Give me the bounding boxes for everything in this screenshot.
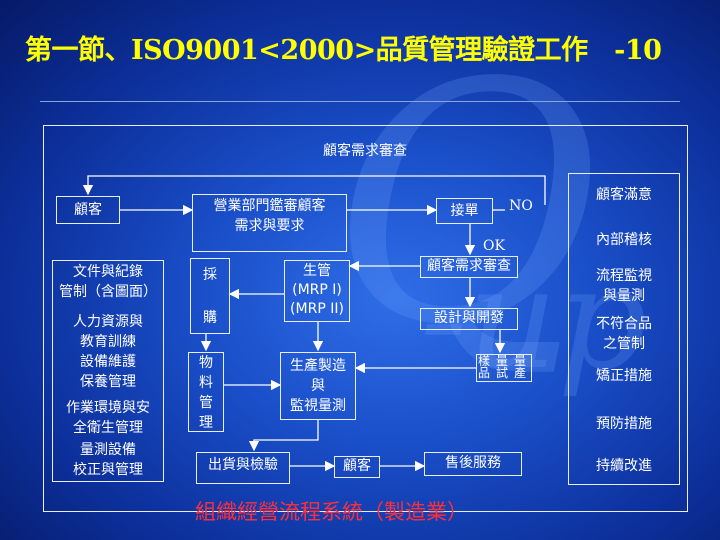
after-sales-label: 售後服務 — [445, 455, 501, 471]
diagram-caption: 組織經營流程系統（製造業） — [195, 500, 468, 524]
customer-node-label: 顧客 — [74, 202, 102, 218]
shipping-label: 出貨與檢驗 — [208, 457, 278, 473]
right-column-item: 流程監視 與量測 — [596, 268, 652, 304]
purchase-char-2: 購 — [203, 310, 217, 326]
right-column-item: 持續改進 — [596, 458, 652, 474]
production-control-node — [284, 260, 350, 322]
sales-review-text: 營業部門鑑審顧客需求與要求 — [213, 198, 326, 234]
materials-node — [188, 352, 224, 432]
page-title: 第一節、ISO9001<2000>品質管理驗證工作 -10 — [25, 35, 662, 66]
manufacturing-label: 生產製造 與 監視量測 — [290, 358, 346, 414]
after-sales-node — [424, 452, 522, 476]
watermark-q: Q — [330, 13, 601, 397]
purchase-char-1: 採 — [203, 267, 217, 283]
title-divider — [40, 101, 680, 102]
manufacturing-node — [280, 352, 356, 420]
stage-column-text: 量試 — [495, 354, 508, 380]
watermark-up: -up — [420, 238, 648, 401]
right-column-item: 不符合品 之管制 — [596, 316, 652, 352]
purchase-node — [190, 258, 230, 334]
right-column-item: 預防措施 — [596, 416, 652, 432]
shipping-node — [196, 452, 290, 484]
customer-bottom-label: 顧客 — [343, 458, 371, 474]
accept-order-label: 接單 — [450, 203, 479, 219]
customer-node — [56, 196, 120, 224]
stage-column-node — [476, 354, 532, 382]
left-column-item: 文件與紀錄 管制（含圖面） — [59, 264, 157, 300]
left-column-item: 設備維護 保養管理 — [80, 354, 136, 390]
right-column — [568, 173, 680, 485]
right-column-item: 顧客滿意 — [596, 187, 652, 203]
design-label: 設計與開發 — [434, 310, 504, 326]
left-column-item: 作業環境與安 全衛生管理 — [66, 400, 150, 436]
ok-label: OK — [483, 238, 505, 254]
left-column — [52, 260, 164, 482]
design-node — [420, 308, 518, 330]
left-column-item: 人力資源與 教育訓練 — [73, 314, 143, 350]
right-column-item: 矯正措施 — [596, 368, 652, 384]
accept-order-node — [436, 198, 493, 224]
sales-review-node — [192, 194, 347, 252]
stage-column-text: 量產 — [513, 354, 526, 380]
stage-column-text: 樣品 — [477, 354, 490, 380]
review-mid-label: 顧客需求審查 — [427, 258, 511, 274]
right-column-item: 內部稽核 — [596, 232, 652, 248]
sales-review-label: 營業部門鑑審顧客需求與要求 — [196, 196, 343, 236]
review-heading: 顧客需求審查 — [323, 143, 407, 159]
left-column-item: 量測設備 校正與管理 — [73, 442, 143, 478]
review-mid-node — [420, 256, 518, 278]
no-label: NO — [509, 198, 533, 214]
materials-label: 物料管理 — [199, 355, 213, 431]
production-control-label: 生管 (MRP I) (MRP II) — [290, 263, 344, 317]
diagram-frame — [43, 125, 688, 512]
customer-bottom-node — [334, 456, 380, 478]
